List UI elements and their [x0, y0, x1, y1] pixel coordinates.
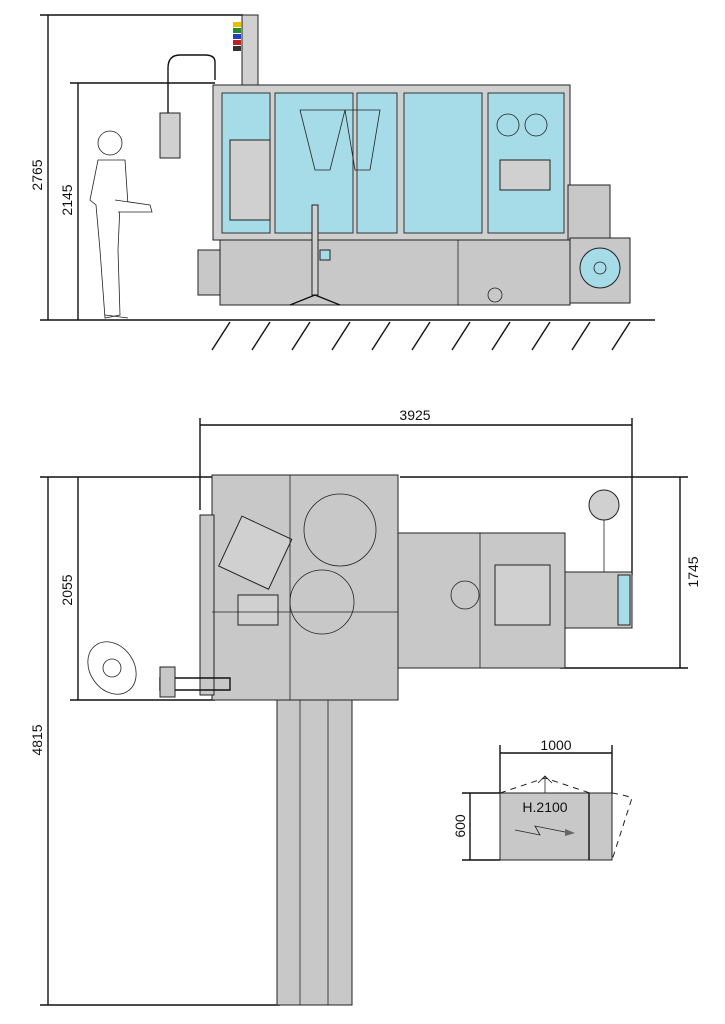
- dimension-label: 2055: [59, 574, 75, 605]
- dimension-label: 3925: [399, 407, 430, 423]
- dimension-label: 2765: [29, 159, 45, 190]
- dimension-right-depth: 1745: [400, 476, 701, 669]
- electrical-cabinet: 1000 600 H.2100: [452, 737, 633, 861]
- dimension-overall-height: 2765: [29, 14, 243, 320]
- side-view: 2765 2145: [29, 14, 701, 1006]
- dimension-overall-length: 3925: [199, 407, 633, 575]
- hopper-unit: [159, 112, 181, 159]
- dimension-label: 4815: [29, 724, 45, 755]
- dimension-cabinet-height: 2145: [59, 82, 215, 320]
- dimension-label: 2145: [59, 184, 75, 215]
- dimension-left-depth: 2055: [40, 476, 215, 701]
- signal-tower: [233, 14, 259, 86]
- dimension-label: 1745: [685, 556, 701, 587]
- cabinet-width-label: 1000: [540, 737, 571, 753]
- dimension-overall-depth: 4815: [29, 477, 280, 1006]
- cabinet-height-label: H.2100: [522, 799, 567, 815]
- machine-top: [159, 474, 633, 1006]
- ground-line: [40, 319, 655, 351]
- operator-topview: [87, 641, 137, 695]
- machine-side: [197, 84, 631, 306]
- electrical-hazard-icon: [565, 829, 575, 836]
- operator-figure: [89, 130, 153, 319]
- cabinet-depth-label: 600: [452, 814, 468, 838]
